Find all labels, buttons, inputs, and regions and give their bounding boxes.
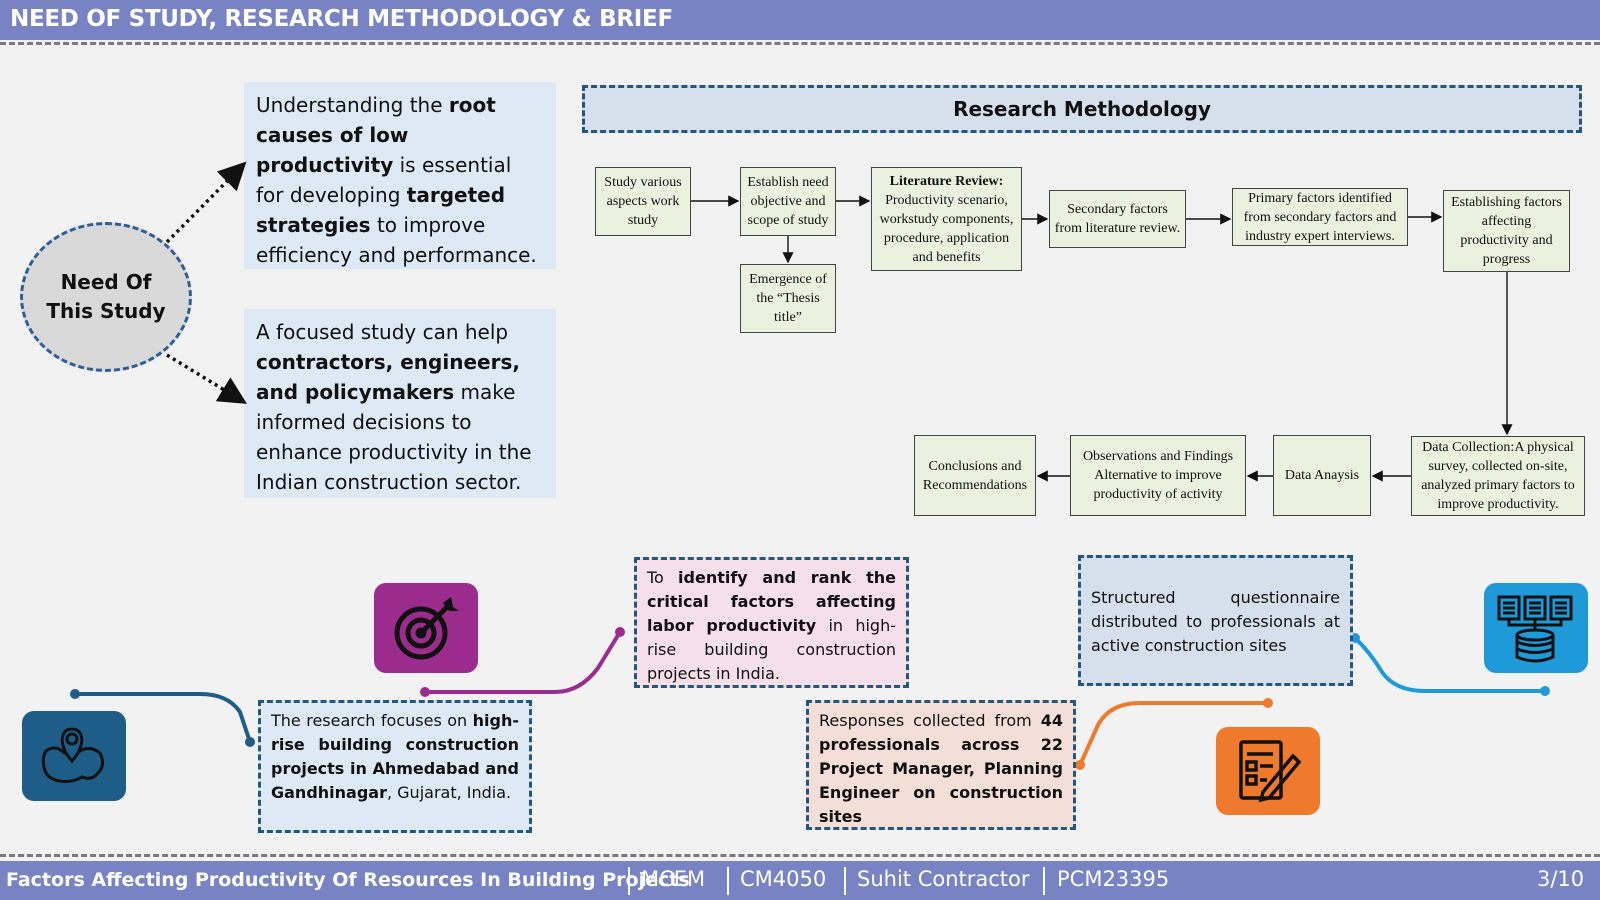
body-text: The research focuses on [271, 711, 473, 730]
body-text: A focused study can help [256, 320, 509, 344]
need-panel-focused-study: A focused study can help contractors, en… [244, 309, 556, 498]
footer-divider [0, 854, 1600, 857]
timeline-curve-database [1353, 636, 1545, 693]
database-icon [1484, 583, 1588, 673]
body-text: is essential for developing [256, 153, 512, 207]
form-edit-icon [1216, 727, 1320, 815]
target-arrow-icon [374, 583, 478, 673]
footer-page-number: 3/10 [1537, 867, 1585, 891]
emphasis-text: targeted strategies [256, 183, 506, 237]
footer-author: Suhit Contractor [857, 867, 1030, 891]
body-text: , Gujarat, India. [386, 783, 512, 802]
footer-roll-number: PCM23395 [1057, 867, 1170, 891]
flow-box-study-aspects: Study various aspects work study [595, 167, 691, 236]
body-text: Understanding the [256, 93, 449, 117]
body-text: make informed decisions to enhance produ… [256, 380, 532, 494]
header-divider [0, 42, 1600, 45]
page-title: NEED OF STUDY, RESEARCH METHODOLOGY & BR… [10, 6, 673, 32]
need-of-study-circle: Need Of This Study [20, 222, 192, 372]
footer-project-title: Factors Affecting Productivity Of Resour… [6, 869, 690, 891]
flow-box-establishing-factors: Establishing factors affecting productiv… [1443, 190, 1570, 272]
flow-box-observations: Observations and Findings Alternative to… [1070, 435, 1246, 516]
callout-study-location: The research focuses on high-rise buildi… [258, 700, 532, 833]
footer-separator [844, 867, 846, 895]
header-bar: NEED OF STUDY, RESEARCH METHODOLOGY & BR… [0, 0, 1600, 40]
timeline-curve-form [1078, 701, 1268, 766]
flow-box-primary-factors: Primary factors identified from secondar… [1232, 188, 1408, 246]
flow-box-conclusions: Conclusions and Recommendations [914, 435, 1036, 516]
footer-separator [727, 867, 729, 895]
emphasis-text: contractors, engineers, and policymakers [256, 350, 520, 404]
flow-box-data-collection: Data Collection:A physical survey, colle… [1411, 436, 1585, 516]
callout-objective: To identify and rank the critical factor… [634, 557, 909, 688]
need-arrow-down [166, 353, 247, 404]
research-methodology-header: Research Methodology [582, 85, 1582, 133]
literature-review-title: Literature Review: [889, 173, 1004, 189]
footer-separator [628, 867, 630, 895]
emphasis-text: root causes of low productivity [256, 93, 496, 177]
body-text: Structured questionnaire distributed to … [1091, 588, 1340, 655]
emphasis-text: identify and rank the critical factors a… [647, 568, 896, 635]
body-text: To [647, 568, 679, 587]
timeline-curve-map [75, 692, 252, 743]
flow-box-objective: Establish need objective and scope of st… [740, 167, 836, 236]
flow-box-secondary-factors: Secondary factors from literature review… [1049, 190, 1186, 248]
timeline-curve-target [425, 630, 622, 694]
footer-program: MCEM [641, 867, 706, 891]
emphasis-text: high-rise building construction projects… [271, 711, 519, 802]
body-text: to improve efficiency and performance. [256, 213, 537, 267]
emphasis-text: 44 professionals across 22 Project Manag… [819, 711, 1063, 826]
flow-box-literature-review: Literature Review: Productivity scenario… [871, 167, 1022, 271]
footer-separator [1043, 867, 1045, 895]
footer-course-code: CM4050 [740, 867, 827, 891]
need-arrow-up [165, 161, 247, 244]
timeline-dots [70, 627, 1550, 770]
need-panel-root-causes: Understanding the root causes of low pro… [244, 82, 556, 269]
body-text: Responses collected from [819, 711, 1041, 730]
flow-box-emergence: Emergence of the “Thesis title” [740, 264, 836, 333]
footer-bar: Factors Affecting Productivity Of Resour… [0, 861, 1600, 900]
flow-box-data-analysis: Data Anaysis [1273, 435, 1371, 516]
callout-questionnaire: Structured questionnaire distributed to … [1078, 555, 1353, 686]
callout-responses: Responses collected from 44 professional… [806, 700, 1076, 830]
literature-review-body: Productivity scenario, workstudy compone… [879, 192, 1014, 265]
body-text: in high-rise building construction proje… [647, 616, 896, 683]
map-location-icon [22, 711, 126, 801]
